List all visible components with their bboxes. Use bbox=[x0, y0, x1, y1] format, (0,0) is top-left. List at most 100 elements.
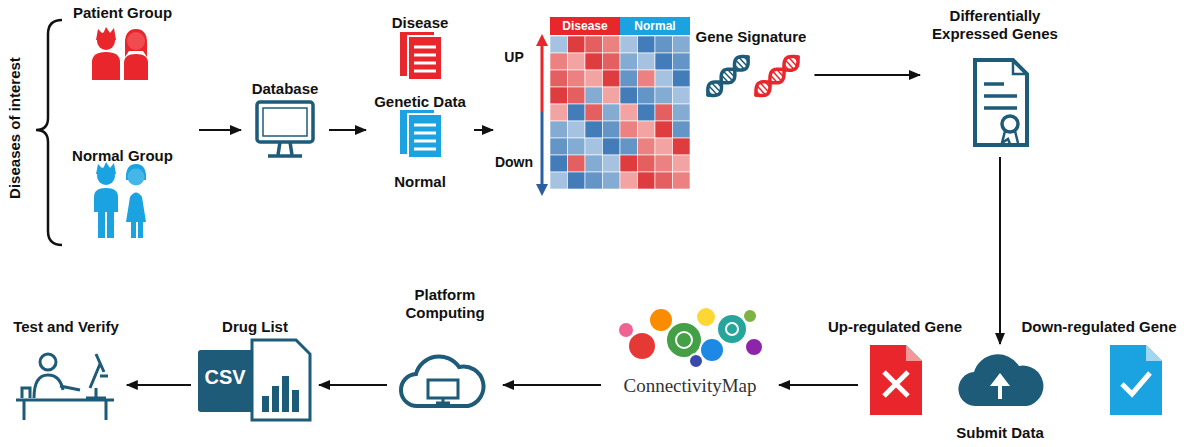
cmap-logo bbox=[618, 307, 763, 368]
heatmap-cell bbox=[585, 36, 603, 53]
heatmap-cell bbox=[568, 87, 586, 104]
heatmap-cell bbox=[638, 155, 656, 172]
disease-document bbox=[400, 32, 442, 80]
heatmap-cell bbox=[585, 138, 603, 155]
heatmap-cell bbox=[620, 70, 638, 87]
scientist-icon-part bbox=[86, 354, 108, 398]
heatmap-cell bbox=[585, 121, 603, 138]
heatmap-cell bbox=[620, 172, 638, 189]
node-label: Gene Signature bbox=[696, 28, 807, 46]
node-label: Differentially Expressed Genes bbox=[928, 7, 1062, 43]
heatmap-cell bbox=[603, 87, 621, 104]
heatmap-cell bbox=[603, 155, 621, 172]
node-label: Down-regulated Gene bbox=[1021, 318, 1176, 336]
heatmap-cell bbox=[603, 36, 621, 53]
heatmap-cell bbox=[568, 70, 586, 87]
heatmap-header-part bbox=[620, 17, 690, 35]
heatmap-cell bbox=[550, 172, 568, 189]
dna-icon bbox=[708, 57, 798, 96]
cmap-logo-part bbox=[676, 332, 692, 348]
heatmap-cell bbox=[620, 104, 638, 121]
normal-figures-part bbox=[94, 188, 118, 212]
heatmap-cell bbox=[638, 138, 656, 155]
normal-figures-part bbox=[107, 212, 114, 238]
node-label: Down bbox=[495, 153, 533, 171]
node-label: Genetic Data bbox=[374, 93, 466, 111]
heatmap-cell bbox=[655, 70, 673, 87]
heatmap-cell bbox=[568, 53, 586, 70]
heatmap-cell bbox=[673, 138, 691, 155]
flow-arrow bbox=[474, 129, 493, 131]
node-label: Normal bbox=[634, 18, 675, 34]
heatmap-cell bbox=[568, 155, 586, 172]
heatmap-cell bbox=[550, 70, 568, 87]
patient-figures-part bbox=[127, 32, 145, 50]
deg-document-icon-part bbox=[984, 84, 1017, 108]
node-group: Differentially Expressed Genes bbox=[924, 5, 1066, 153]
heatmap-cell bbox=[620, 87, 638, 104]
node-group: Up-regulated Gene bbox=[862, 340, 928, 418]
down-regulated-document-part bbox=[1146, 345, 1162, 361]
up-regulated-document bbox=[870, 345, 922, 415]
node-label: Disease bbox=[562, 18, 607, 34]
cmap-logo-part bbox=[700, 338, 724, 362]
platform-cloud-icon-part bbox=[401, 356, 484, 406]
patient-figures bbox=[92, 27, 148, 80]
heatmap-cell bbox=[550, 121, 568, 138]
flow-arrow bbox=[319, 384, 387, 386]
heatmap-cell bbox=[585, 53, 603, 70]
platform-cloud-icon bbox=[401, 356, 484, 406]
heatmap-cell bbox=[603, 172, 621, 189]
heatmap-cell bbox=[673, 121, 691, 138]
helix-rung bbox=[723, 71, 733, 81]
normal-figures-part bbox=[98, 212, 105, 238]
heatmap-cell bbox=[638, 70, 656, 87]
heatmap-cell bbox=[620, 138, 638, 155]
scientist-icon-part bbox=[60, 386, 80, 390]
csv-file-icon-part bbox=[252, 340, 310, 420]
node-group: DiseaseGenetic DataNormal bbox=[370, 10, 470, 190]
heatmap-cell bbox=[585, 155, 603, 172]
deg-document-icon-part bbox=[975, 60, 1027, 145]
upload-cloud-icon-part bbox=[990, 373, 1010, 386]
heatmap-cell bbox=[550, 87, 568, 104]
flow-arrow bbox=[503, 384, 601, 386]
heatmap-cell bbox=[638, 87, 656, 104]
bracket-part bbox=[36, 20, 62, 245]
helix-rung bbox=[711, 83, 720, 93]
heatmap-cell bbox=[638, 121, 656, 138]
database-icon-part bbox=[278, 142, 292, 155]
up-regulated-document-part bbox=[906, 345, 922, 361]
helix-strand bbox=[756, 57, 798, 95]
heatmap-cell bbox=[603, 53, 621, 70]
up-down-arrow-part bbox=[536, 184, 548, 196]
up-regulated-document-part bbox=[884, 372, 908, 396]
heatmap-header-part bbox=[550, 17, 620, 35]
bracket bbox=[36, 20, 62, 245]
node-label: UP bbox=[504, 48, 523, 66]
heatmap-cell bbox=[603, 104, 621, 121]
node-label: Up-regulated Gene bbox=[828, 318, 962, 336]
flow-arrow bbox=[127, 384, 191, 386]
cmap-logo-part bbox=[726, 323, 738, 335]
patient-figures-part bbox=[124, 54, 148, 80]
normal-figures-part bbox=[128, 169, 145, 186]
scientist-icon-part bbox=[34, 375, 63, 398]
csv-file-icon-part bbox=[292, 390, 299, 412]
heatmap-cell bbox=[568, 138, 586, 155]
heatmap-cell bbox=[638, 36, 656, 53]
heatmap-cell bbox=[603, 121, 621, 138]
patient-figures-part bbox=[97, 32, 115, 50]
node-label: Drug List bbox=[222, 318, 288, 336]
csv-file-icon bbox=[198, 340, 310, 420]
heatmap-cell bbox=[620, 121, 638, 138]
csv-file-icon-part bbox=[272, 386, 279, 412]
helix-strand bbox=[708, 57, 748, 95]
node-label: Diseases of interest bbox=[6, 28, 24, 228]
csv-file-icon-part bbox=[262, 396, 269, 412]
flow-arrow bbox=[779, 384, 858, 386]
flow-arrow bbox=[329, 129, 366, 131]
heatmap-cell bbox=[603, 70, 621, 87]
